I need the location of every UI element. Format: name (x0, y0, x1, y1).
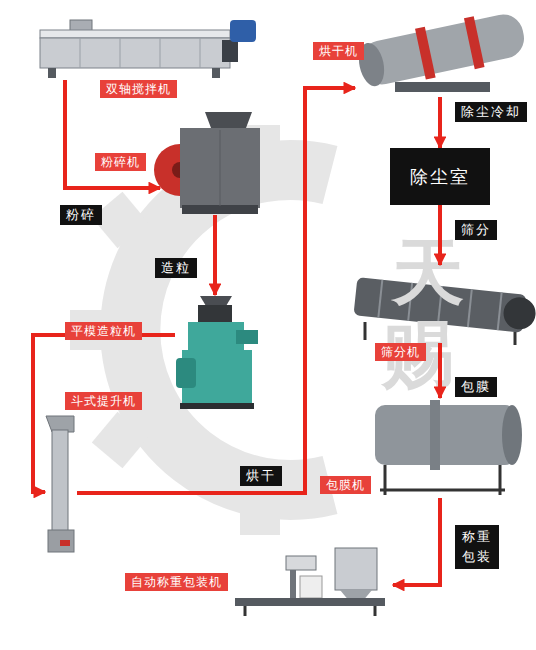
machine-node: 自动称重包装机 (228, 540, 393, 618)
machine-name-tag: 平模造粒机 (65, 322, 142, 340)
crusher-illustration-part (182, 205, 258, 214)
dryer-illustration (354, 7, 528, 93)
packing-machine-illustration-part (235, 598, 385, 606)
process-step-tag: 除尘冷却 (455, 102, 527, 122)
coater-illustration (375, 400, 522, 495)
screener-illustration-part-part (468, 289, 472, 327)
screener-illustration-part (514, 332, 517, 345)
machine-node: 斗式提升机 (45, 412, 77, 552)
screener-illustration-part-part (378, 280, 382, 318)
machine-name-tag: 斗式提升机 (65, 392, 142, 410)
chamber-text: 除尘室 (410, 165, 470, 189)
bucket-elevator-illustration-part (48, 530, 74, 552)
granulator-illustration-part (180, 403, 254, 409)
dryer-illustration-part-part (464, 16, 485, 69)
crusher-illustration-part (205, 112, 252, 128)
machine-node: 筛分机 (345, 265, 530, 343)
packing-machine-illustration (235, 548, 385, 616)
coater-illustration-part (380, 489, 505, 492)
mixer-illustration-part (40, 30, 230, 38)
flow-arrow (33, 335, 175, 492)
granulator-illustration-part (176, 358, 196, 388)
dryer-illustration-part (395, 82, 490, 92)
flow-arrow (438, 97, 442, 148)
gear-watermark-part (130, 170, 330, 490)
coater-illustration-part (430, 400, 440, 470)
dryer-illustration-part (354, 7, 528, 93)
process-step-tag: 称重 包装 (455, 525, 499, 569)
machine-name-tag: 包膜机 (320, 476, 371, 494)
granulator-illustration-part (198, 305, 232, 323)
granulator-illustration-part (188, 322, 244, 352)
mixer-illustration (40, 20, 256, 78)
dust-chamber-box: 除尘室 (390, 148, 490, 205)
machine-name-tag: 烘干机 (313, 42, 364, 60)
watermark-text: 天 (392, 236, 464, 308)
machine-name-tag: 自动称重包装机 (125, 573, 228, 591)
mixer-illustration-part (212, 68, 220, 78)
mixer-illustration-part (230, 20, 256, 42)
mixer-illustration-part (48, 68, 56, 78)
mixer-illustration-part (222, 40, 238, 62)
packing-machine-illustration-part (300, 576, 322, 598)
crusher-illustration (154, 112, 260, 214)
machine-node: 平模造粒机 (175, 295, 265, 410)
granulator-illustration-part (200, 296, 232, 306)
bucket-elevator-illustration (46, 416, 74, 552)
crusher-illustration-part (220, 130, 221, 206)
packing-machine-illustration-part (374, 606, 377, 616)
packing-machine-illustration-part (286, 556, 316, 570)
packing-machine-illustration-part (335, 548, 377, 590)
granulator-illustration (176, 296, 258, 409)
flow-arrow (393, 498, 440, 585)
granulator-illustration-part (236, 330, 258, 344)
gear-watermark-part (240, 495, 280, 535)
packing-machine-illustration-part (244, 606, 247, 616)
crusher-illustration-part (180, 128, 260, 208)
screener-illustration-part-part (498, 292, 502, 330)
machine-node: 粉碎机 (160, 110, 265, 215)
mixer-illustration-part (200, 38, 201, 68)
process-step-tag: 包膜 (455, 377, 497, 397)
screener-illustration-part-part (502, 296, 536, 331)
process-step-tag: 造粒 (155, 258, 197, 278)
flow-arrow (77, 88, 355, 493)
machine-name-tag: 粉碎机 (95, 153, 146, 171)
machine-name-tag: 筛分机 (375, 343, 426, 361)
machine-node: 烘干机 (355, 5, 525, 97)
flow-arrow (438, 205, 442, 265)
flow-arrow (438, 343, 442, 398)
mixer-illustration-part (160, 38, 161, 68)
machine-node: 双轴搅拌机 (35, 15, 260, 80)
bucket-elevator-illustration-part (52, 430, 68, 532)
machine-name-tag: 双轴搅拌机 (100, 80, 177, 98)
screener-illustration-part (364, 322, 367, 340)
process-step-tag: 烘干 (240, 466, 282, 486)
mixer-illustration-part (80, 38, 81, 68)
machine-node: 包膜机 (370, 398, 525, 498)
coater-illustration-part (375, 405, 515, 465)
mixer-illustration-part (40, 38, 230, 68)
process-step-tag: 筛分 (455, 220, 497, 240)
flow-arrow (213, 215, 217, 295)
bucket-elevator-illustration-part (60, 540, 70, 546)
dryer-illustration-part-part (415, 27, 436, 80)
process-step-tag: 粉碎 (60, 205, 102, 225)
coater-illustration-part (502, 405, 522, 465)
mixer-illustration-part (120, 38, 121, 68)
gear-watermark-part (92, 412, 148, 468)
